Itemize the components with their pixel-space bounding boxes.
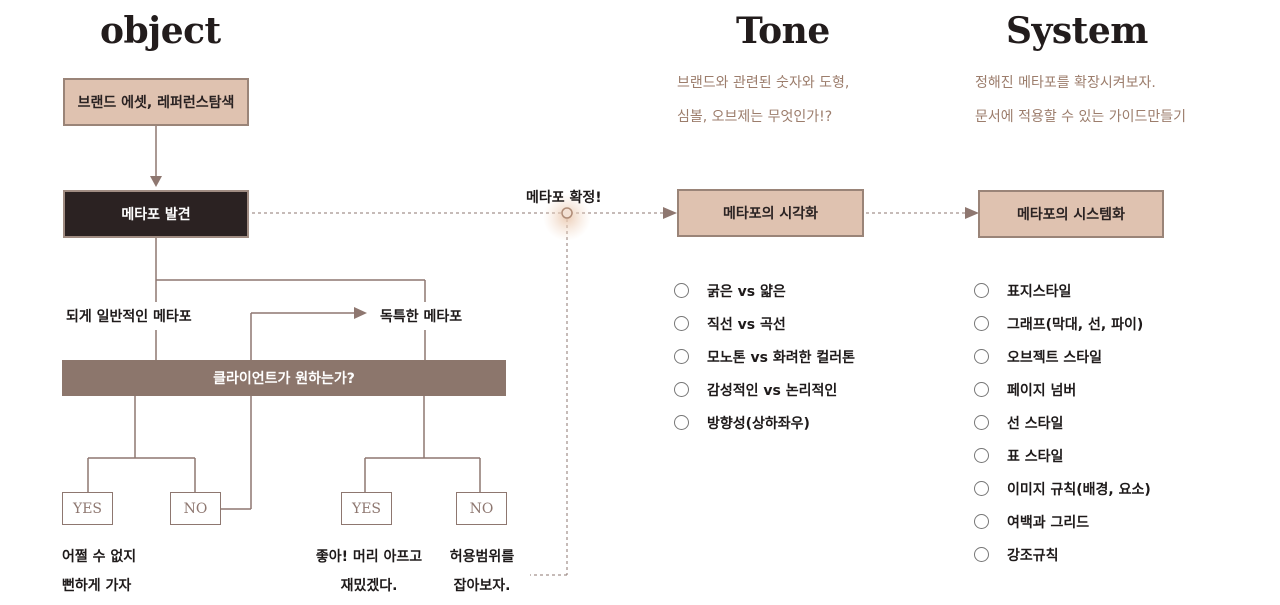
outcome-limit: 허용범위를 잡아보자. bbox=[446, 543, 518, 601]
system-desc-line1: 정해진 메타포를 확장시켜보자. bbox=[975, 75, 1156, 91]
outcome-common-line1: 어쩔 수 없지 bbox=[62, 549, 137, 565]
radio-circle-icon bbox=[974, 316, 989, 331]
unique-metaphor-label: 독특한 메타포 bbox=[380, 309, 463, 325]
list-item[interactable]: 그래프(막대, 선, 파이) bbox=[974, 307, 1151, 340]
list-item[interactable]: 직선 vs 곡선 bbox=[674, 307, 855, 340]
list-item[interactable]: 표 스타일 bbox=[974, 439, 1151, 472]
list-item[interactable]: 강조규칙 bbox=[974, 538, 1151, 571]
tone-desc-line2: 심볼, 오브제는 무엇인가!? bbox=[677, 109, 833, 125]
tone-column-title: Tone bbox=[736, 10, 830, 52]
list-item[interactable]: 모노톤 vs 화려한 컬러톤 bbox=[674, 340, 855, 373]
outcome-common: 어쩔 수 없지 뻔하게 가자 bbox=[62, 543, 136, 601]
metaphor-visualization-box: 메타포의 시각화 bbox=[677, 189, 864, 237]
client-question-bar: 클라이언트가 원하는가? bbox=[62, 360, 506, 396]
tone-checklist: 굵은 vs 얇은 직선 vs 곡선 모노톤 vs 화려한 컬러톤 감성적인 vs… bbox=[674, 274, 855, 439]
metaphor-confirm-label: 메타포 확정! bbox=[526, 190, 602, 206]
metaphor-systemization-box: 메타포의 시스템화 bbox=[978, 190, 1164, 238]
list-item[interactable]: 이미지 규칙(배경, 요소) bbox=[974, 472, 1151, 505]
radio-circle-icon bbox=[674, 316, 689, 331]
common-metaphor-label: 되게 일반적인 메타포 bbox=[66, 309, 192, 325]
list-item[interactable]: 선 스타일 bbox=[974, 406, 1151, 439]
radio-circle-icon bbox=[674, 283, 689, 298]
outcome-common-line2: 뻔하게 가자 bbox=[62, 578, 132, 594]
radio-circle-icon bbox=[974, 481, 989, 496]
yes-box-right: YES bbox=[341, 492, 392, 525]
system-description: 정해진 메타포를 확장시켜보자. 문서에 적용할 수 있는 가이드만들기 bbox=[975, 66, 1186, 134]
brand-asset-box: 브랜드 에셋, 레퍼런스탐색 bbox=[63, 78, 249, 126]
radio-circle-icon bbox=[974, 448, 989, 463]
object-column-title: object bbox=[100, 10, 221, 52]
radio-circle-icon bbox=[974, 349, 989, 364]
outcome-fun-line2: 재밌겠다. bbox=[340, 578, 398, 594]
list-item[interactable]: 방향성(상하좌우) bbox=[674, 406, 855, 439]
radio-circle-icon bbox=[674, 349, 689, 364]
list-item[interactable]: 오브젝트 스타일 bbox=[974, 340, 1151, 373]
radio-circle-icon bbox=[674, 415, 689, 430]
list-item[interactable]: 감성적인 vs 논리적인 bbox=[674, 373, 855, 406]
radio-circle-icon bbox=[974, 283, 989, 298]
metaphor-discovery-box: 메타포 발견 bbox=[63, 190, 249, 238]
tone-desc-line1: 브랜드와 관련된 숫자와 도형, bbox=[677, 75, 850, 91]
radio-circle-icon bbox=[974, 514, 989, 529]
radio-circle-icon bbox=[674, 382, 689, 397]
yes-box-left: YES bbox=[62, 492, 113, 525]
list-item[interactable]: 표지스타일 bbox=[974, 274, 1151, 307]
list-item[interactable]: 여백과 그리드 bbox=[974, 505, 1151, 538]
system-checklist: 표지스타일 그래프(막대, 선, 파이) 오브젝트 스타일 페이지 넘버 선 스… bbox=[974, 274, 1151, 571]
radio-circle-icon bbox=[974, 415, 989, 430]
list-item[interactable]: 굵은 vs 얇은 bbox=[674, 274, 855, 307]
outcome-fun-line1: 좋아! 머리 아프고 bbox=[315, 549, 423, 565]
radio-circle-icon bbox=[974, 382, 989, 397]
no-box-left: NO bbox=[170, 492, 221, 525]
outcome-limit-line1: 허용범위를 bbox=[449, 549, 515, 565]
system-desc-line2: 문서에 적용할 수 있는 가이드만들기 bbox=[975, 109, 1186, 125]
radio-circle-icon bbox=[974, 547, 989, 562]
outcome-limit-line2: 잡아보자. bbox=[453, 578, 511, 594]
tone-description: 브랜드와 관련된 숫자와 도형, 심볼, 오브제는 무엇인가!? bbox=[677, 66, 849, 134]
system-column-title: System bbox=[1006, 10, 1148, 52]
outcome-fun: 좋아! 머리 아프고 재밌겠다. bbox=[313, 543, 425, 601]
no-box-right: NO bbox=[456, 492, 507, 525]
list-item[interactable]: 페이지 넘버 bbox=[974, 373, 1151, 406]
